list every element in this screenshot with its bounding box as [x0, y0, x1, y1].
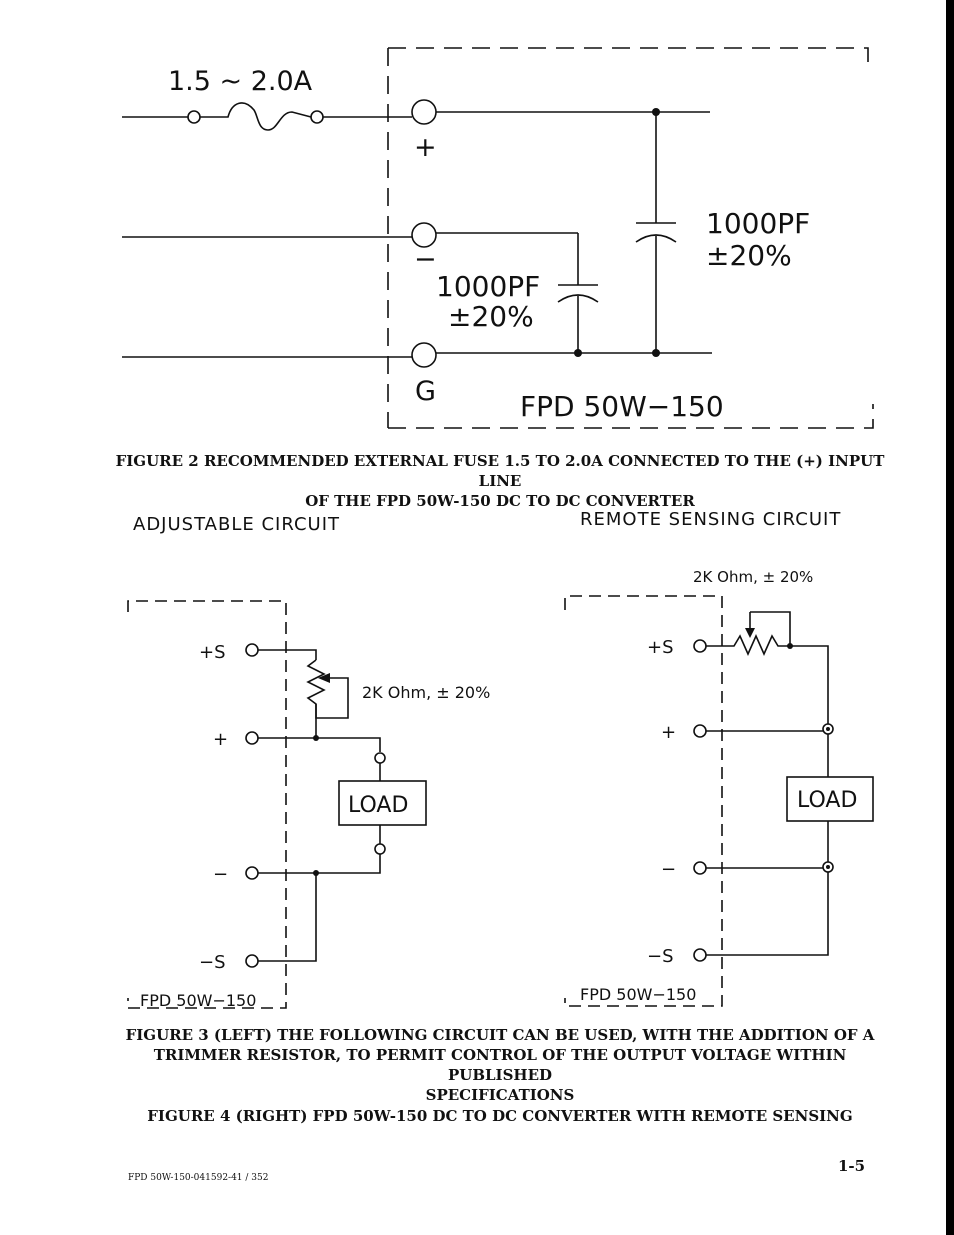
- fig3-resistor-label: 2K Ohm, ± 20%: [362, 683, 490, 702]
- fig4-pin-plus: +: [661, 722, 676, 743]
- fig4-pin-sense-minus: −S: [647, 946, 674, 967]
- fig2-module-label: FPD 50W−150: [520, 390, 724, 423]
- fig4-module-outline: [564, 595, 723, 1007]
- fig2-fuse-rating: 1.5 ~ 2.0A: [168, 66, 313, 97]
- fig4-module-label: FPD 50W−150: [580, 985, 696, 1004]
- fig3-module-label: FPD 50W−150: [140, 991, 256, 1010]
- fig2-cap-right-tol: ±20%: [706, 239, 792, 272]
- fig2-terminal-minus: [411, 222, 437, 248]
- fig3-module-outline: [127, 600, 287, 1009]
- fig4-trimmer-resistor: [706, 634, 790, 656]
- figure2-caption-line2: OF THE FPD 50W-150 DC TO DC CONVERTER: [305, 492, 695, 510]
- figure3-title: ADJUSTABLE CIRCUIT: [133, 514, 340, 535]
- figure3-caption-line3: SPECIFICATIONS: [425, 1086, 575, 1104]
- fig4-pin-sense-plus: +S: [647, 637, 674, 658]
- figure2-schematic: [122, 47, 874, 429]
- fig2-cap-left-value: 1000PF: [436, 270, 540, 303]
- fig3-pin-minus: −: [213, 864, 228, 885]
- fig4-resistor-label: 2K Ohm, ± 20%: [693, 568, 813, 586]
- fig2-junction: [574, 349, 582, 357]
- fig3-pin-sense-plus: +S: [199, 642, 226, 663]
- footer-page-number: 1-5: [838, 1157, 866, 1175]
- fig2-module-outline: [387, 47, 874, 429]
- fig3-trimmer-resistor: [306, 659, 349, 719]
- fig3-pin-plus: +: [213, 729, 228, 750]
- fig4-junction: [826, 727, 830, 731]
- fig4-junction: [787, 643, 793, 649]
- figure2-caption-line1: FIGURE 2 RECOMMENDED EXTERNAL FUSE 1.5 T…: [115, 452, 885, 490]
- figure4-caption: FIGURE 4 (RIGHT) FPD 50W-150 DC TO DC CO…: [147, 1107, 853, 1125]
- fig4-load-box: [786, 776, 874, 822]
- figure4-title: REMOTE SENSING CIRCUIT: [580, 509, 842, 530]
- fig3-wiper-arrow: [318, 673, 330, 683]
- fig2-terminal-plus: [411, 99, 437, 125]
- fig3-load-label: LOAD: [348, 793, 408, 818]
- page-edge-bar: [946, 0, 954, 1235]
- fig3-junction: [313, 735, 319, 741]
- fig3-pin-sense-minus: −S: [199, 952, 226, 973]
- figure3-caption-line1: FIGURE 3 (LEFT) THE FOLLOWING CIRCUIT CA…: [125, 1026, 875, 1044]
- fig2-pin-ground: G: [415, 376, 436, 407]
- figure3-caption-line2: TRIMMER RESISTOR, TO PERMIT CONTROL OF T…: [153, 1046, 847, 1084]
- fig3-load-box: [338, 780, 427, 826]
- fig2-junction: [652, 108, 660, 116]
- figure4-schematic: [564, 595, 874, 1007]
- figure3-caption: FIGURE 3 (LEFT) THE FOLLOWING CIRCUIT CA…: [110, 1025, 890, 1105]
- fig2-pin-minus: −: [414, 244, 437, 275]
- fig4-load-label: LOAD: [797, 788, 857, 813]
- fig2-cap-right-value: 1000PF: [706, 207, 810, 240]
- fig2-cap-left-tol: ±20%: [448, 300, 534, 333]
- fig2-junction: [652, 349, 660, 357]
- fig2-pin-plus: +: [414, 132, 437, 163]
- fig4-wiper-arrow: [745, 628, 755, 638]
- fig2-terminal-ground: [411, 342, 437, 368]
- fig4-pin-minus: −: [661, 859, 676, 880]
- fig4-junction: [826, 865, 830, 869]
- footer-doc-code: FPD 50W-150-041592-41 / 352: [128, 1173, 269, 1183]
- figure2-caption: FIGURE 2 RECOMMENDED EXTERNAL FUSE 1.5 T…: [110, 451, 890, 511]
- figure3-schematic: [127, 600, 427, 1009]
- fig3-junction: [313, 870, 319, 876]
- fuse-symbol: [200, 102, 312, 131]
